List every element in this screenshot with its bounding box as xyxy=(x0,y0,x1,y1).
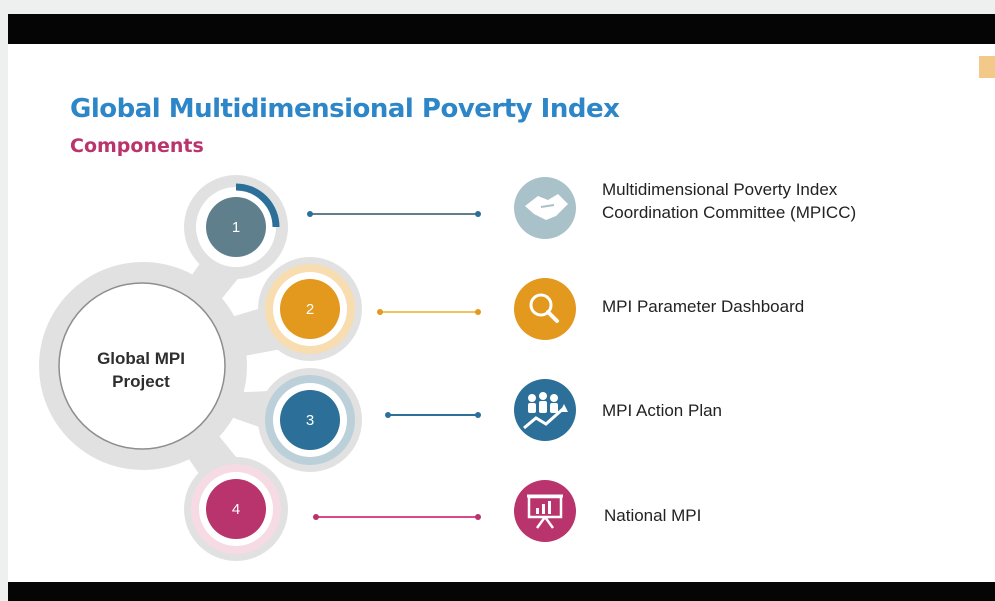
component-1-label-line1: Multidimensional Poverty Index xyxy=(602,180,838,199)
number-circle-3 xyxy=(280,390,340,450)
top-letterbox-bar xyxy=(8,14,995,44)
magnifier-icon xyxy=(514,278,576,340)
number-circle-4 xyxy=(206,479,266,539)
component-3-label: MPI Action Plan xyxy=(602,401,723,420)
connector-line-4 xyxy=(313,514,481,520)
number-circle-1 xyxy=(206,197,266,257)
number-4: 4 xyxy=(232,501,240,518)
center-circle xyxy=(58,282,226,450)
people-growth-icon xyxy=(514,379,576,441)
component-2-label: MPI Parameter Dashboard xyxy=(602,297,805,316)
presentation-board-icon xyxy=(514,480,576,542)
center-label-line1: Global MPI xyxy=(97,349,185,368)
corner-accent xyxy=(979,56,995,78)
component-1-label: Multidimensional Poverty Index Coordinat… xyxy=(602,178,856,224)
handshake-icon xyxy=(514,177,576,239)
slide: Global Multidimensional Poverty Index Co… xyxy=(8,44,995,582)
connector-line-1 xyxy=(307,211,481,217)
connector-line-3 xyxy=(385,412,481,418)
slide-subtitle: Components xyxy=(70,135,204,157)
number-circle-2 xyxy=(280,279,340,339)
components-diagram: 1 2 3 4 xyxy=(39,175,576,561)
connector-line-2 xyxy=(377,309,481,315)
number-3: 3 xyxy=(306,412,314,429)
center-label: Global MPI Project xyxy=(56,347,226,393)
ring-1-arc xyxy=(235,183,280,228)
center-label-line2: Project xyxy=(112,372,170,391)
component-4-label: National MPI xyxy=(604,506,702,525)
number-1: 1 xyxy=(232,219,240,236)
number-2: 2 xyxy=(306,301,314,318)
bottom-letterbox-bar xyxy=(8,582,995,601)
slide-title: Global Multidimensional Poverty Index xyxy=(70,94,620,124)
component-1-label-line2: Coordination Committee (MPICC) xyxy=(602,203,857,222)
